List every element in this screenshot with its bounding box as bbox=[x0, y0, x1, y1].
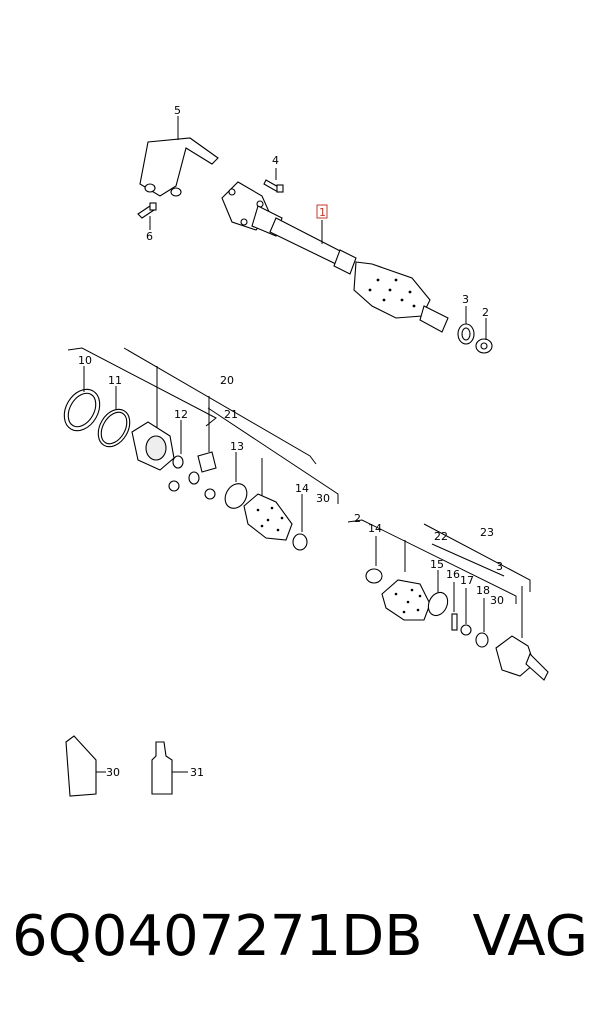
label-14-upper: 14 bbox=[295, 482, 309, 495]
label-13: 13 bbox=[230, 440, 244, 453]
label-21: 21 bbox=[224, 408, 238, 421]
label-2-lower: 2 bbox=[354, 512, 361, 525]
caption-bar: 6Q0407271DB VAG bbox=[12, 902, 588, 972]
part-number: 6Q0407271DB bbox=[12, 904, 423, 969]
exploded-parts-diagram: 5 4 6 1 3 2 10 11 20 21 12 13 14 30 2 14… bbox=[63, 104, 549, 797]
callout-labels: 5 4 6 1 3 2 10 11 20 21 12 13 14 30 2 14… bbox=[78, 104, 504, 779]
label-16: 16 bbox=[446, 568, 460, 581]
label-1: 1 bbox=[319, 206, 326, 219]
label-30-middle: 30 bbox=[316, 492, 330, 505]
label-17: 17 bbox=[460, 574, 474, 587]
label-3: 3 bbox=[462, 293, 469, 306]
grease-and-sealant bbox=[65, 735, 188, 797]
label-15: 15 bbox=[430, 558, 444, 571]
label-20: 20 bbox=[220, 374, 234, 387]
label-31: 31 bbox=[190, 766, 204, 779]
label-22: 22 bbox=[434, 530, 448, 543]
label-14-lower: 14 bbox=[368, 522, 382, 535]
label-6: 6 bbox=[146, 230, 153, 243]
drive-shaft-assembly bbox=[137, 116, 493, 354]
brand-name: VAG bbox=[472, 904, 588, 969]
label-18: 18 bbox=[476, 584, 490, 597]
label-23: 23 bbox=[480, 526, 494, 539]
label-30-lower: 30 bbox=[490, 594, 504, 607]
label-3-lower: 3 bbox=[496, 560, 503, 573]
label-11: 11 bbox=[108, 374, 122, 387]
label-10: 10 bbox=[78, 354, 92, 367]
inner-joint-set bbox=[63, 347, 339, 551]
label-12: 12 bbox=[174, 408, 188, 421]
label-4: 4 bbox=[272, 154, 279, 167]
outer-joint-set bbox=[347, 519, 549, 681]
label-30-tube: 30 bbox=[106, 766, 120, 779]
label-5: 5 bbox=[174, 104, 181, 117]
label-2: 2 bbox=[482, 306, 489, 319]
